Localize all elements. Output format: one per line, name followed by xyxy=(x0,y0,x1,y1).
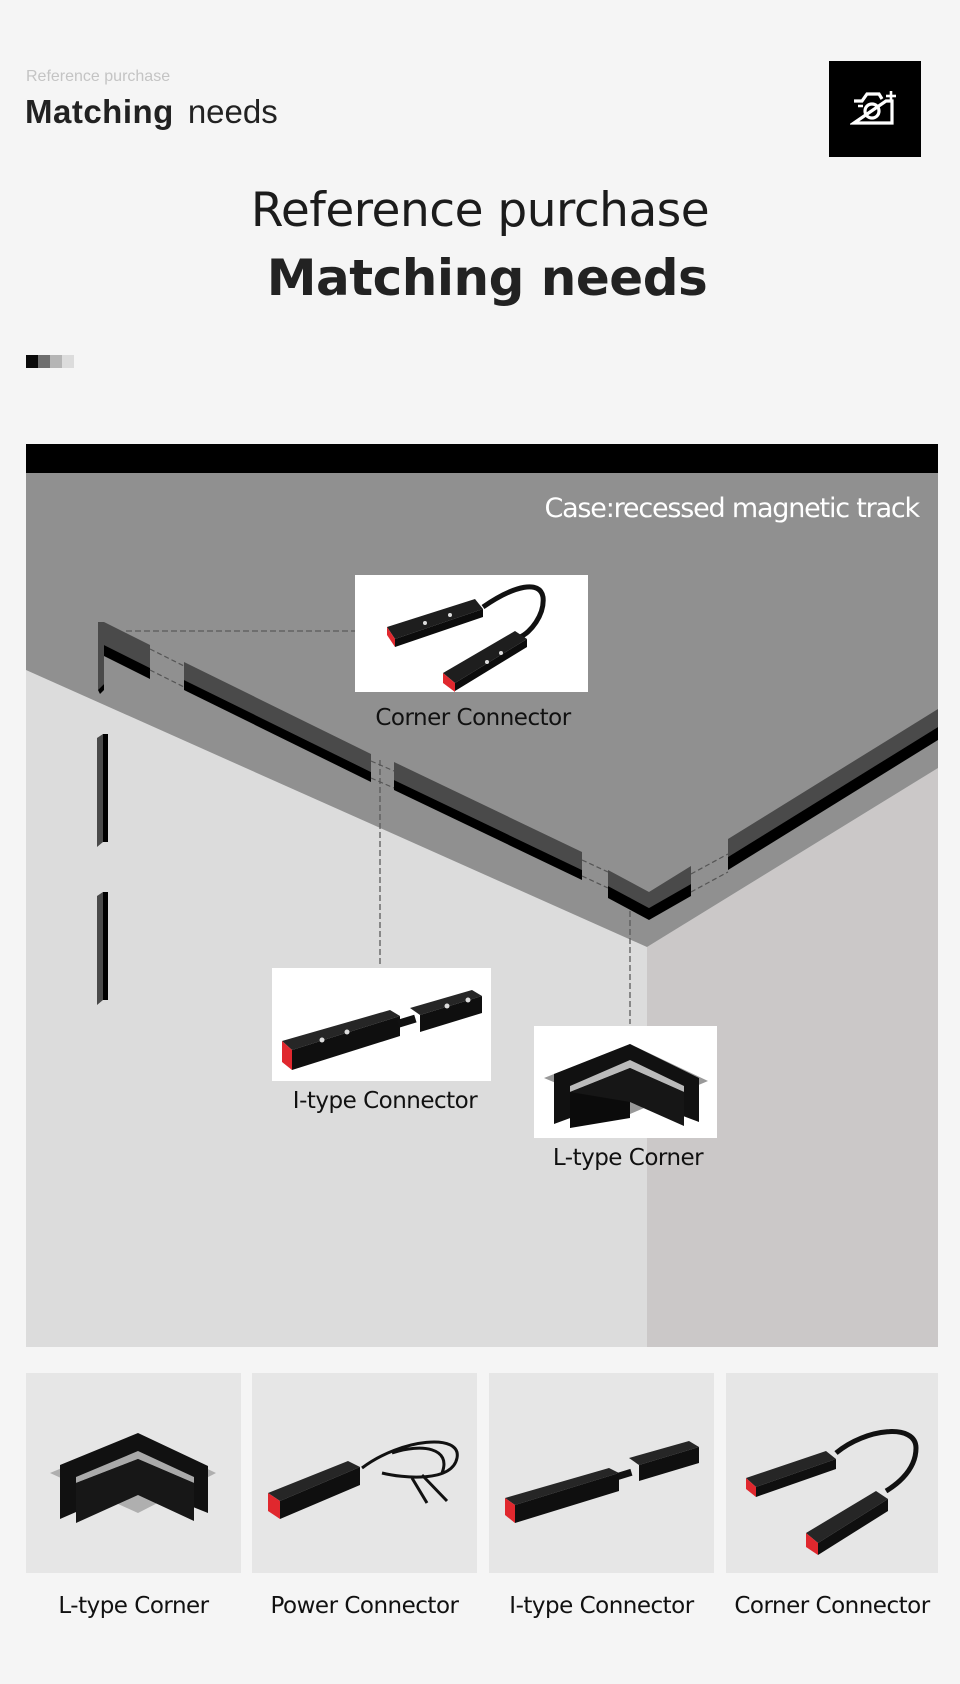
color-swatches xyxy=(26,355,74,368)
section-heading-light: needs xyxy=(187,93,278,130)
i-type-connector-icon xyxy=(282,990,482,1070)
i-type-connector-icon xyxy=(505,1441,699,1523)
product-card-corner-connector[interactable] xyxy=(726,1373,938,1573)
scene-top-bar xyxy=(26,444,938,473)
callout-l-type-corner-label: L-type Corner xyxy=(552,1145,704,1171)
product-card-l-type-corner[interactable] xyxy=(26,1373,241,1573)
camera-button[interactable] xyxy=(829,61,921,157)
callout-l-type-corner-image[interactable] xyxy=(534,1026,717,1138)
swatch-1 xyxy=(26,355,38,368)
product-label-power-connector: Power Connector xyxy=(270,1593,459,1619)
corner-connector-icon xyxy=(387,584,546,692)
product-label-l-type-corner: L-type Corner xyxy=(58,1593,209,1619)
eyebrow-text: Reference purchase xyxy=(26,68,171,85)
camera-plus-icon xyxy=(850,91,896,125)
section-heading-bold: Matching xyxy=(25,93,174,130)
swatch-4 xyxy=(62,355,74,368)
product-label-i-type-connector: I-type Connector xyxy=(509,1593,694,1619)
swatch-2 xyxy=(38,355,50,368)
case-label: Case:recessed magnetic track xyxy=(544,493,920,524)
swatch-3 xyxy=(50,355,62,368)
corner-connector-icon xyxy=(746,1429,919,1555)
section-heading: Matching needs xyxy=(25,92,278,132)
hero-title-line2: Matching needs xyxy=(266,249,708,307)
product-card-power-connector[interactable] xyxy=(252,1373,477,1573)
callout-corner-connector-label: Corner Connector xyxy=(375,705,571,731)
callout-i-type-connector-image[interactable] xyxy=(272,968,491,1081)
hero-title-line1: Reference purchase xyxy=(250,183,710,238)
product-card-i-type-connector[interactable] xyxy=(489,1373,714,1573)
power-connector-icon xyxy=(268,1440,459,1519)
product-label-corner-connector: Corner Connector xyxy=(734,1593,930,1619)
callout-i-type-connector-label: I-type Connector xyxy=(292,1088,478,1114)
l-type-corner-icon xyxy=(50,1433,216,1523)
l-type-corner-icon xyxy=(544,1044,708,1128)
callout-corner-connector-image[interactable] xyxy=(355,575,588,692)
